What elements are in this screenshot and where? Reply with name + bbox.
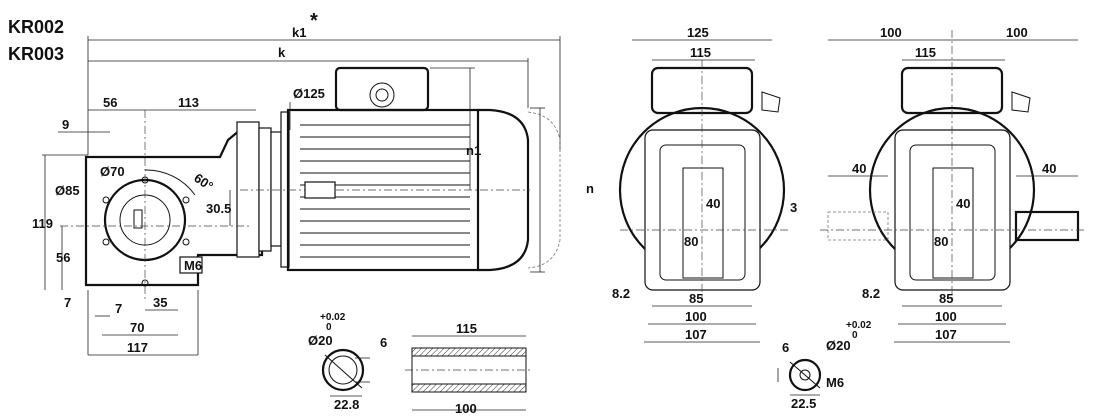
shaft-inner: 100 (455, 401, 477, 416)
dim-n: n (586, 181, 594, 196)
flv-115: 115 (915, 45, 936, 60)
dim-56-left: 56 (56, 250, 70, 265)
flv-80: 80 (934, 234, 948, 249)
dim-m6: M6 (184, 258, 202, 273)
shaft2-height: 22.5 (791, 396, 816, 411)
dim-9: 9 (62, 117, 69, 132)
model-title-1: KR002 (8, 17, 64, 37)
fv-40: 40 (706, 196, 720, 211)
flv-100: 100 (935, 309, 957, 324)
side-view: k1 * k n1 n Ø125 Ø70 Ø85 60° M6 56 113 9… (32, 10, 594, 356)
shaft-section-2: +0.02 0 Ø20 6 M6 22.5 (777, 320, 872, 411)
fv-107: 107 (685, 327, 707, 342)
dim-117: 117 (127, 340, 148, 355)
dim-d70: Ø70 (100, 164, 125, 179)
shaft2-thread: M6 (826, 375, 844, 390)
shaft-section: +0.02 0 Ø20 6 22.8 (308, 312, 387, 412)
dim-56-top: 56 (103, 95, 117, 110)
shaft2-dia: Ø20 (826, 338, 851, 353)
fv-85: 85 (689, 291, 703, 306)
flv-100b: 100 (1006, 25, 1028, 40)
shaft2-key: 6 (782, 340, 789, 355)
model-title-2: KR003 (8, 44, 64, 64)
fv-125: 125 (687, 25, 709, 40)
shaft-total: 115 (456, 321, 477, 336)
fv-3: 3 (790, 200, 797, 215)
tol-upper: +0.02 (320, 312, 346, 323)
dim-119: 119 (32, 216, 53, 231)
tol2-lower: 0 (852, 330, 858, 341)
fv-115: 115 (690, 45, 711, 60)
fv-8-2: 8.2 (612, 286, 630, 301)
dim-7-left: 7 (64, 295, 71, 310)
dim-d85: Ø85 (55, 183, 80, 198)
flv-8-2: 8.2 (862, 286, 880, 301)
fv-100: 100 (685, 309, 707, 324)
dim-k: k (278, 45, 286, 60)
shaft-dia: Ø20 (308, 333, 333, 348)
dim-7-bottom: 7 (115, 301, 122, 316)
shaft-key: 6 (380, 335, 387, 350)
flv-107: 107 (935, 327, 957, 342)
dim-30-5: 30.5 (206, 201, 231, 216)
shaft-height: 22.8 (334, 397, 359, 412)
shaft-side-view: 115 100 (405, 321, 532, 416)
flv-40-right: 40 (1042, 161, 1056, 176)
dim-k1-note: * (310, 10, 318, 32)
dim-113: 113 (178, 95, 199, 110)
dim-k1: k1 (292, 25, 306, 40)
tol2-upper: +0.02 (846, 320, 872, 331)
dim-70: 70 (130, 320, 144, 335)
flv-40-left: 40 (852, 161, 866, 176)
fv-80: 80 (684, 234, 698, 249)
tol-lower: 0 (326, 322, 332, 333)
dim-n1: n1 (466, 143, 481, 158)
dim-angle: 60° (191, 170, 216, 194)
front-view: 125 115 40 80 3 8.2 85 100 107 (612, 25, 797, 343)
dim-d125: Ø125 (293, 86, 325, 101)
flv-40: 40 (956, 196, 970, 211)
flange-view: 100 100 115 40 40 40 80 8.2 85 100 107 (820, 25, 1085, 343)
flv-85: 85 (939, 291, 953, 306)
dim-35: 35 (153, 295, 167, 310)
flv-100a: 100 (880, 25, 902, 40)
